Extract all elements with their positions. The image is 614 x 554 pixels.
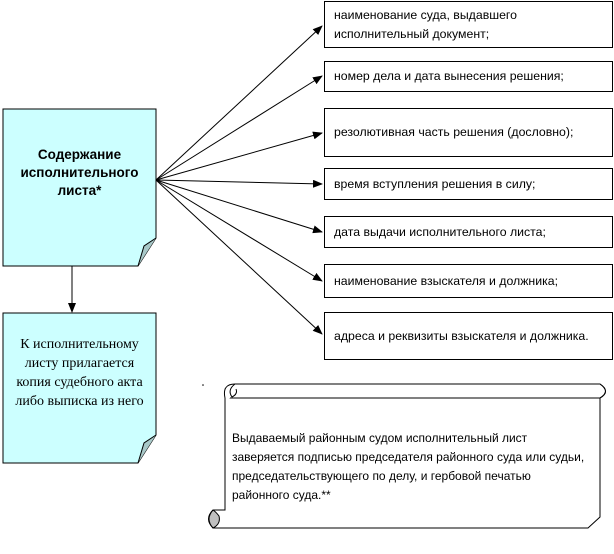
attachment-text: К исполнительному листу прилагается копи…: [15, 337, 144, 409]
arrow-to-item-4: [155, 179, 323, 188]
arrow-to-item-5: [155, 179, 323, 234]
item-box-3: резолютивная часть решения (дословно);: [324, 108, 613, 157]
item-arrows: [155, 25, 323, 335]
scroll-shape: [202, 383, 606, 529]
item-text-5: дата выдачи исполнительного листа;: [334, 224, 546, 239]
item-text-6: наименование взыскателя и должника;: [334, 273, 558, 288]
main-title: Содержание исполнительного листа*: [20, 146, 139, 198]
attachment-box-shape: [2, 312, 157, 464]
item-box-7: адреса и реквизиты взыскателя и должника…: [324, 312, 613, 360]
arrow-to-item-2: [155, 75, 323, 181]
attachment-box: К исполнительному листу прилагается копи…: [3, 313, 156, 463]
arrow-to-item-1: [155, 25, 323, 181]
main-box: Содержание исполнительного листа*: [3, 109, 156, 266]
item-box-2: номер дела и дата вынесения решения;: [324, 61, 613, 92]
item-text-3: резолютивная часть решения (дословно);: [334, 125, 574, 139]
item-text-1: наименование суда, выдавшего исполнитель…: [334, 7, 517, 41]
arrow-to-item-6: [155, 179, 323, 282]
item-text-2: номер дела и дата вынесения решения;: [334, 69, 564, 83]
item-box-1: наименование суда, выдавшего исполнитель…: [324, 1, 613, 48]
arrow-to-item-7: [155, 179, 323, 335]
item-text-4: время вступления решения в силу;: [334, 176, 536, 191]
item-box-4: время вступления решения в силу;: [324, 168, 613, 200]
scroll-note-text: Выдаваемый районным судом исполнительный…: [232, 431, 585, 502]
item-box-6: наименование взыскателя и должника;: [324, 264, 613, 298]
main-box-shape: [2, 108, 157, 267]
arrow-to-item-3: [155, 131, 323, 181]
item-box-5: дата выдачи исполнительного листа;: [324, 216, 613, 248]
item-text-7: адреса и реквизиты взыскателя и должника…: [334, 328, 589, 343]
